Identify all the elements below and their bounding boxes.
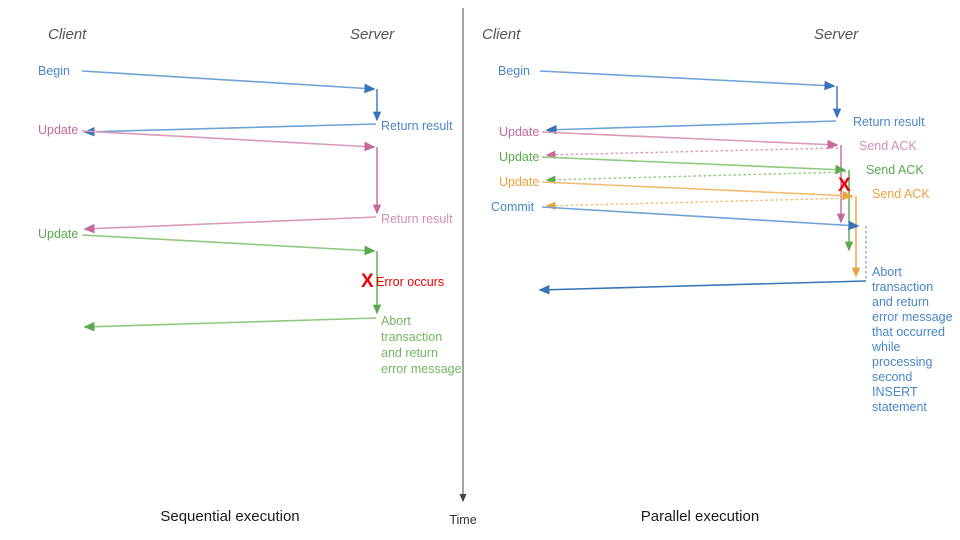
seq-label-begin-return: Return result [381, 119, 453, 133]
par-ack3-arrow [545, 197, 854, 210]
seq-label-update1: Update [38, 123, 78, 137]
par-abort-note-line-4: error message [872, 310, 953, 324]
par-label-update1: Update [499, 125, 539, 139]
par-abort-return-arrow [538, 280, 867, 295]
par-abort-note-line-6: while [871, 340, 901, 354]
time-axis-label: Time [449, 513, 476, 527]
par-server-header: Server [814, 26, 859, 43]
seq-abort-return-arrow [83, 317, 377, 332]
par-abort-note-line-10: statement [872, 400, 927, 414]
seq-begin-return-arrow [83, 123, 377, 137]
par-abort-note-line-7: processing [872, 355, 932, 369]
seq-abort-note-line-1: Abort [381, 314, 411, 328]
seq-abort-note-line-3: and return [381, 346, 438, 360]
par-abort-note: Abort transaction and return error messa… [871, 265, 956, 414]
seq-update1-return-arrow [83, 216, 377, 234]
par-label-begin-return: Return result [853, 115, 925, 129]
seq-error-x-icon: X [361, 271, 374, 292]
par-label-ack2: Send ACK [866, 163, 924, 177]
par-label-commit: Commit [491, 200, 535, 214]
par-commit-arrow [541, 206, 860, 231]
par-begin-arrow [539, 70, 836, 91]
seq-abort-note: Abort transaction and return error messa… [381, 314, 462, 376]
par-caption: Parallel execution [641, 508, 759, 525]
par-label-begin: Begin [498, 64, 530, 78]
seq-update1-arrow [81, 130, 376, 152]
seq-update2-arrow [81, 234, 376, 256]
seq-label-begin: Begin [38, 64, 70, 78]
par-abort-note-line-1: Abort [872, 265, 902, 279]
par-ack1-arrow [545, 147, 839, 159]
seq-abort-note-line-2: transaction [381, 330, 442, 344]
par-label-ack1: Send ACK [859, 139, 917, 153]
seq-begin-arrow [81, 70, 376, 94]
seq-label-update2: Update [38, 227, 78, 241]
par-client-header: Client [482, 26, 521, 43]
par-label-ack3: Send ACK [872, 187, 930, 201]
seq-abort-note-line-4: error message [381, 362, 462, 376]
par-label-update2: Update [499, 150, 539, 164]
seq-label-update1-return: Return result [381, 212, 453, 226]
seq-server-header: Server [350, 26, 395, 43]
par-abort-note-line-2: transaction [872, 280, 933, 294]
par-label-update3: Update [499, 175, 539, 189]
seq-error-label: Error occurs [376, 275, 444, 289]
seq-caption: Sequential execution [160, 508, 299, 525]
par-update2-arrow [541, 156, 847, 175]
par-abort-note-line-5: that occurred [872, 325, 945, 339]
par-error-x-icon: X [838, 175, 851, 196]
seq-client-header: Client [48, 26, 87, 43]
par-update1-arrow [541, 131, 839, 150]
par-update3-arrow [541, 181, 854, 201]
par-abort-note-line-3: and return [872, 295, 929, 309]
par-abort-note-line-8: second [872, 370, 912, 384]
par-begin-return-arrow [545, 120, 837, 135]
par-abort-note-line-9: INSERT [872, 385, 918, 399]
